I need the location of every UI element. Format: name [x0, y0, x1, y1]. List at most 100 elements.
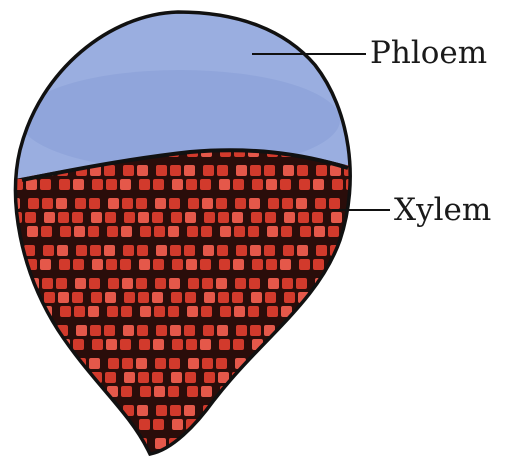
xylem-cell — [41, 386, 52, 397]
xylem-cell — [283, 165, 294, 176]
xylem-cell — [89, 278, 100, 289]
xylem-cell — [379, 339, 390, 350]
xylem-cell — [40, 339, 51, 350]
xylem-cell — [42, 198, 53, 209]
xylem-cell — [153, 339, 164, 350]
xylem-cell — [59, 419, 70, 430]
xylem-cell — [171, 372, 182, 383]
xylem-cell — [108, 358, 119, 369]
xylem-cell — [91, 292, 102, 303]
xylem-cell — [122, 278, 133, 289]
xylem-cell — [329, 438, 340, 449]
xylem-cell — [106, 179, 117, 190]
xylem-cell — [90, 325, 101, 336]
xylem-cell — [377, 325, 388, 336]
xylem-cell — [284, 372, 295, 383]
xylem-cell — [106, 339, 117, 350]
xylem-cell — [314, 226, 325, 237]
xylem-cell — [329, 278, 340, 289]
xylem-cell — [88, 386, 99, 397]
xylem-cell — [202, 358, 213, 369]
xylem-cell — [377, 405, 388, 416]
xylem-cell — [56, 198, 67, 209]
xylem-cell — [74, 386, 85, 397]
xylem-cell — [234, 306, 245, 317]
xylem-cell — [299, 259, 310, 270]
xylem-cell — [152, 292, 163, 303]
xylem-cell — [249, 198, 260, 209]
xylem-cell — [121, 386, 132, 397]
xylem-cell — [219, 339, 230, 350]
xylem-cell — [298, 452, 309, 457]
xylem-cell — [264, 405, 275, 416]
xylem-cell — [265, 212, 276, 223]
xylem-cell — [203, 245, 214, 256]
xylem-cell — [73, 259, 84, 270]
xylem-cell — [344, 245, 355, 256]
xylem-cell — [171, 452, 182, 457]
xylem-cell — [332, 419, 343, 430]
xylem-cell — [250, 165, 261, 176]
xylem-cell — [360, 419, 371, 430]
xylem-cell — [72, 292, 83, 303]
xylem-cell — [347, 306, 358, 317]
xylem-cell — [156, 245, 167, 256]
xylem-cell — [76, 325, 87, 336]
xylem-cell — [235, 278, 246, 289]
xylem-cell — [219, 179, 230, 190]
xylem-cell — [218, 212, 229, 223]
xylem-cell — [299, 179, 310, 190]
xylem-cell — [124, 212, 135, 223]
xylem-cell — [43, 405, 54, 416]
xylem-cell — [44, 452, 55, 457]
xylem-cell — [76, 405, 87, 416]
xylem-cell — [153, 259, 164, 270]
xylem-cell — [249, 438, 260, 449]
xylem-cell — [120, 339, 131, 350]
xylem-cell — [171, 212, 182, 223]
xylem-cell — [283, 325, 294, 336]
xylem-cell — [251, 292, 262, 303]
xylem-cell — [376, 438, 387, 449]
xylem-cell — [73, 339, 84, 350]
xylem-cell — [328, 226, 339, 237]
xylem-cell — [137, 245, 148, 256]
xylem-cell — [296, 438, 307, 449]
xylem-cell — [57, 405, 68, 416]
xylem-cell — [284, 212, 295, 223]
xylem-cell — [266, 179, 277, 190]
xylem-cell — [233, 179, 244, 190]
xylem-cell — [88, 226, 99, 237]
xylem-cell — [330, 325, 341, 336]
xylem-cell — [280, 419, 291, 430]
xylem-cell — [92, 179, 103, 190]
xylem-cell — [296, 198, 307, 209]
xylem-cell — [219, 419, 230, 430]
xylem-cell — [10, 325, 21, 336]
xylem-cell — [170, 325, 181, 336]
xylem-cell — [10, 405, 21, 416]
xylem-cell — [360, 339, 371, 350]
xylem-cell — [105, 372, 116, 383]
xylem-cell — [42, 358, 53, 369]
xylem-cell — [25, 212, 36, 223]
xylem-cell — [172, 419, 183, 430]
xylem-cell — [380, 306, 391, 317]
xylem-cell — [104, 405, 115, 416]
xylem-cell — [296, 278, 307, 289]
xylem-cell — [169, 198, 180, 209]
xylem-cell — [187, 386, 198, 397]
xylem-cell — [60, 386, 71, 397]
xylem-cell — [378, 292, 389, 303]
xylem-cell — [344, 325, 355, 336]
xylem-cell — [316, 245, 327, 256]
xylem-cell — [348, 358, 359, 369]
xylem-cell — [154, 226, 165, 237]
xylem-cell — [155, 278, 166, 289]
xylem-cell — [236, 405, 247, 416]
xylem-cell — [217, 325, 228, 336]
xylem-cell — [312, 452, 323, 457]
xylem-cell — [11, 372, 22, 383]
xylem-cell — [284, 292, 295, 303]
xylem-cell — [186, 339, 197, 350]
